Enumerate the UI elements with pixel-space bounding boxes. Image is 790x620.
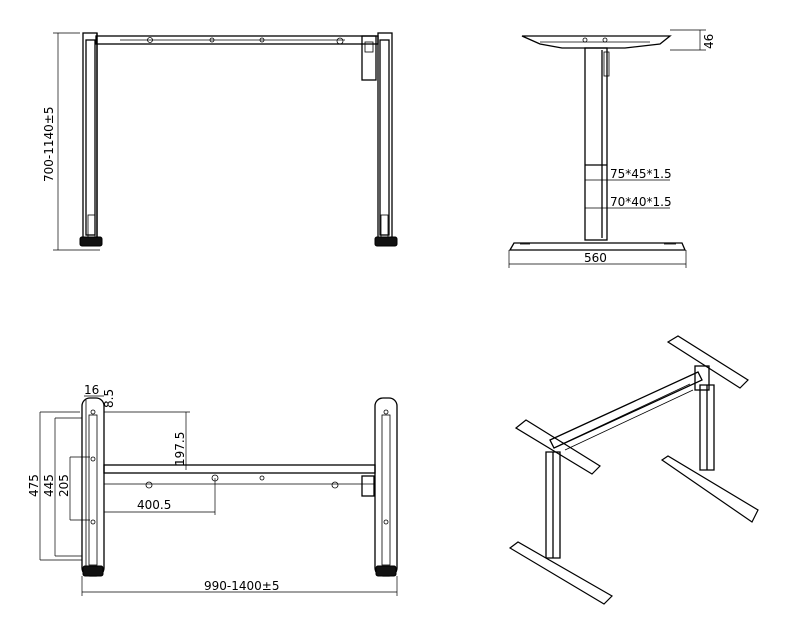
iso-crossbar (549, 371, 703, 449)
side-top-bracket (521, 35, 672, 49)
top-motor (361, 475, 375, 497)
iso-rear-foot (660, 455, 759, 523)
side-lower-tube-label: 70*40*1.5 (610, 195, 672, 209)
top-crossbar (103, 464, 376, 474)
side-width-label: 560 (584, 251, 607, 265)
iso-front-top-bracket (514, 419, 601, 475)
top-dim-205: 205 (57, 474, 71, 497)
iso-front-column (545, 451, 561, 559)
side-column (584, 47, 608, 241)
side-top-dimension: 46 (702, 34, 716, 49)
side-upper-tube-label: 75*45*1.5 (610, 167, 672, 181)
top-dim-400-5: 400.5 (137, 498, 171, 512)
front-left-foot (79, 236, 103, 247)
iso-rear-column (699, 384, 715, 471)
top-dim-197-5: 197.5 (173, 432, 187, 466)
top-dim-445: 445 (42, 474, 56, 497)
top-right-bracket (374, 397, 398, 577)
front-height-label: 700-1140±5 (42, 107, 56, 182)
iso-front-foot (508, 541, 613, 605)
front-view: 700-1140±5 (42, 32, 398, 251)
side-view: 46 75*45*1.5 70*40*1.5 560 (508, 29, 716, 268)
side-foot (508, 242, 686, 251)
iso-rear-top-bracket (666, 335, 749, 389)
top-dim-16: 16 (84, 383, 99, 397)
top-view: 475 445 205 16 8.5 197.5 400.5 990-1400±… (27, 383, 398, 596)
top-dim-475: 475 (27, 474, 41, 497)
front-motor (361, 35, 377, 81)
top-left-bracket (81, 397, 105, 577)
top-width-label: 990-1400±5 (204, 579, 279, 593)
top-dim-8-5: 8.5 (102, 389, 116, 408)
front-right-foot (374, 236, 398, 247)
isometric-view (508, 335, 759, 605)
iso-motor (694, 365, 710, 391)
